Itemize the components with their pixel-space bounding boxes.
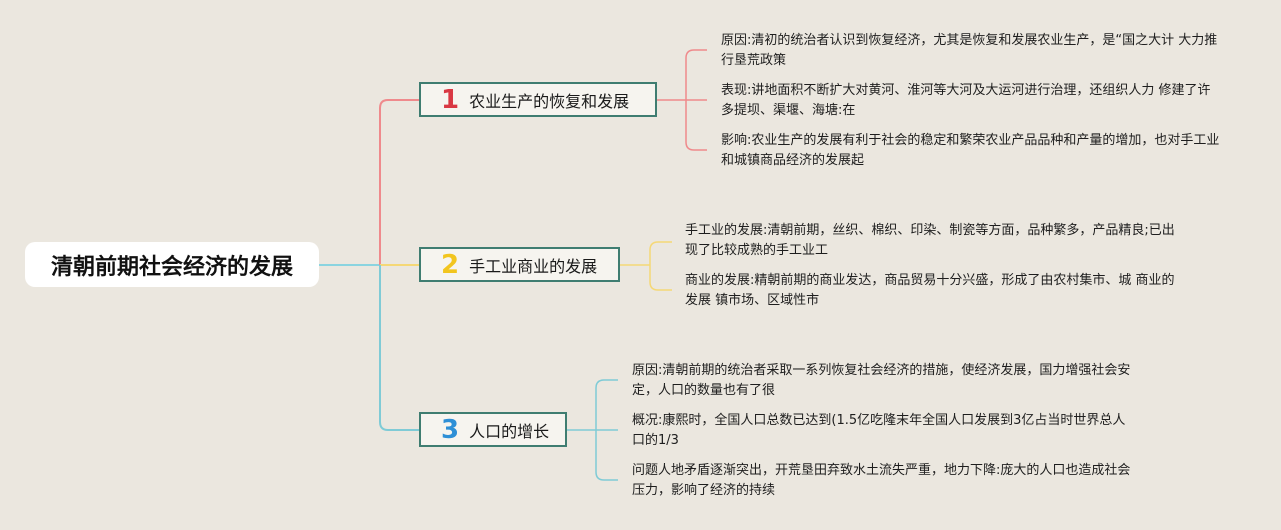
connector-b1-leaves	[657, 49, 707, 151]
connector-b3-leaves	[567, 379, 618, 481]
branch-2[interactable]: 2 手工业商业的发展	[419, 247, 620, 282]
root-title: 清朝前期社会经济的发展	[50, 254, 293, 280]
b1-leaf-3[interactable]: 影响:农业生产的发展有利于社会的稳定和繁荣农业产品品种和产量的增加，也对手工业和…	[721, 131, 1221, 171]
connector-b2-leaves	[620, 241, 672, 291]
b3-leaf-1[interactable]: 原因:清朝前期的统治者采取一系列恢复社会经济的措施，使经济发展，国力增强社会安定…	[632, 361, 1132, 401]
b1-leaf-2-text: 表现:讲地面积不断扩大对黄河、淮河等大河及大运河进行治理，还组织人力 修建了许多…	[721, 83, 1211, 118]
branch-1-label: 农业生产的恢复和发展	[469, 91, 630, 111]
b3-leaf-3[interactable]: 问题人地矛盾逐渐突出，开荒垦田弃致水土流失严重，地力下降:庞大的人口也造成社会压…	[632, 461, 1132, 501]
branch-1[interactable]: 1 农业生产的恢复和发展	[419, 82, 657, 117]
b3-leaf-3-text: 问题人地矛盾逐渐突出，开荒垦田弃致水土流失严重，地力下降:庞大的人口也造成社会压…	[632, 463, 1131, 498]
b2-leaf-1-text: 手工业的发展:清朝前期，丝织、棉织、印染、制瓷等方面，品种繁多，产品精良;已出现…	[685, 223, 1175, 258]
b2-leaf-2-text: 商业的发展:精朝前期的商业发达，商品贸易十分兴盛，形成了由农村集市、城 商业的发…	[685, 273, 1175, 308]
branch-2-number: 2	[441, 249, 460, 280]
b2-leaf-1[interactable]: 手工业的发展:清朝前期，丝织、棉织、印染、制瓷等方面，品种繁多，产品精良;已出现…	[685, 221, 1185, 261]
branch-3-label: 人口的增长	[469, 421, 550, 441]
b1-leaf-2[interactable]: 表现:讲地面积不断扩大对黄河、淮河等大河及大运河进行治理，还组织人力 修建了许多…	[721, 81, 1221, 121]
branch-3-number: 3	[441, 414, 460, 445]
b1-leaf-1-text: 原因:清初的统治者认识到恢复经济，尤其是恢复和发展农业生产，是“国之大计 大力推…	[721, 33, 1218, 68]
b2-leaf-2[interactable]: 商业的发展:精朝前期的商业发达，商品贸易十分兴盛，形成了由农村集市、城 商业的发…	[685, 271, 1185, 311]
b1-leaf-3-text: 影响:农业生产的发展有利于社会的稳定和繁荣农业产品品种和产量的增加，也对手工业和…	[721, 133, 1220, 168]
b3-leaf-2[interactable]: 概况:康熙时，全国人口总数已达到(1.5亿吃隆末年全国人口发展到3亿占当时世界总…	[632, 411, 1132, 451]
branch-1-number: 1	[441, 84, 460, 115]
connector-branch-3	[379, 265, 419, 431]
branch-2-label: 手工业商业的发展	[469, 256, 598, 276]
b3-leaf-1-text: 原因:清朝前期的统治者采取一系列恢复社会经济的措施，使经济发展，国力增强社会安定…	[632, 363, 1131, 398]
connector-branch-1	[379, 99, 419, 265]
b1-leaf-1[interactable]: 原因:清初的统治者认识到恢复经济，尤其是恢复和发展农业生产，是“国之大计 大力推…	[721, 31, 1221, 71]
root-topic[interactable]: 清朝前期社会经济的发展	[25, 242, 319, 287]
b3-leaf-2-text: 概况:康熙时，全国人口总数已达到(1.5亿吃隆末年全国人口发展到3亿占当时世界总…	[632, 413, 1126, 448]
branch-3[interactable]: 3 人口的增长	[419, 412, 567, 447]
